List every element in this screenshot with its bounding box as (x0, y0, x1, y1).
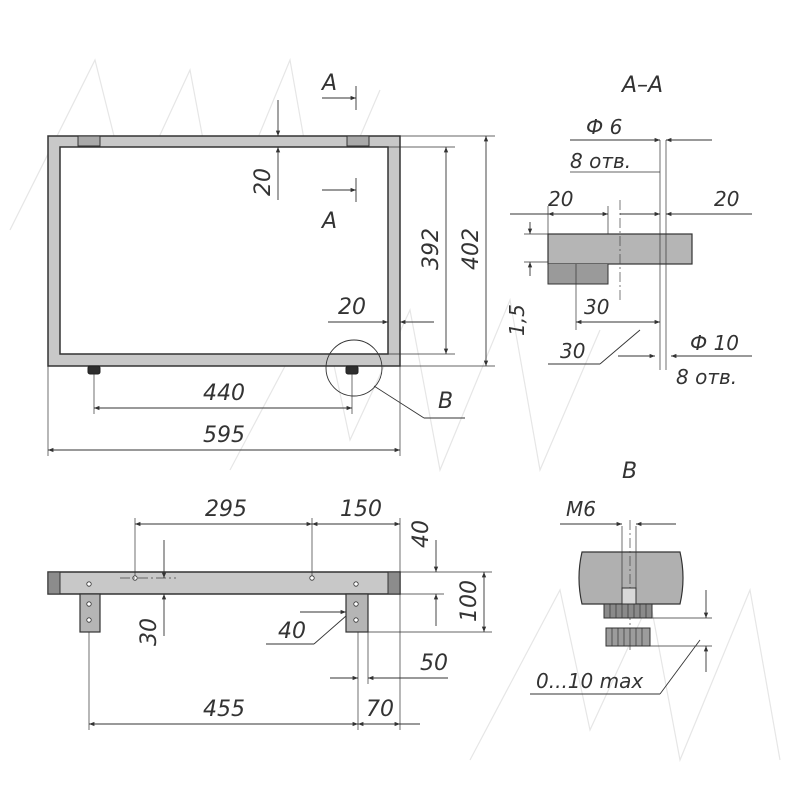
dim-40-vertical: 40 (409, 520, 434, 548)
front-leg-left (79, 593, 101, 633)
foot-right (345, 365, 359, 375)
dim-455: 455 (203, 697, 245, 722)
dim-392: 392 (419, 228, 444, 270)
dim-402: 402 (459, 228, 484, 270)
front-leg-right (345, 593, 369, 633)
dim-20-sec-b: 20 (714, 187, 739, 211)
section-mark-bottom: A (320, 209, 337, 234)
dim-40-leader: 40 (278, 619, 306, 644)
thread-label: M6 (566, 497, 596, 521)
dim-50: 50 (420, 651, 448, 676)
front-rail (47, 571, 401, 595)
section-a-a: A–A Ф 6 8 отв. 20 20 1,5 30 30 (505, 73, 752, 389)
front-view: 295 150 30 40 100 40 50 70 4 (47, 497, 492, 730)
dim-595: 595 (203, 423, 245, 448)
adjust-range: 0...10 max (536, 669, 643, 693)
dim-phi6: Ф 6 (586, 115, 622, 139)
detail-mark: B (438, 389, 453, 414)
dim-20-right: 20 (338, 295, 366, 320)
section-mark-top: A (320, 71, 337, 96)
detail-title: B (622, 459, 637, 484)
detail-circle (325, 339, 383, 397)
dim-440: 440 (203, 381, 245, 406)
bracket-right (346, 135, 370, 147)
foot-left (87, 365, 101, 375)
frame-inner (59, 146, 389, 355)
dim-phi10: Ф 10 (690, 331, 739, 355)
dim-20-top: 20 (251, 168, 276, 196)
section-title: A–A (620, 73, 663, 98)
glide-pad (605, 627, 651, 647)
dim-1-5: 1,5 (505, 304, 529, 336)
dim-20-sec-a: 20 (548, 187, 573, 211)
dim-30-a: 30 (584, 295, 609, 319)
dim-100: 100 (457, 580, 482, 622)
dim-30-b: 30 (560, 339, 585, 363)
holes-8-bottom: 8 отв. (676, 365, 737, 389)
detail-b: B M6 0...10 max (530, 459, 712, 695)
dim-295: 295 (205, 497, 247, 522)
dim-30-front: 30 (137, 618, 162, 646)
foot-body (578, 551, 684, 605)
bracket-left (77, 135, 101, 147)
dim-150: 150 (340, 497, 382, 522)
top-view: A A 20 392 402 20 440 595 B (47, 71, 495, 456)
holes-8-top: 8 отв. (570, 149, 631, 173)
dim-70: 70 (366, 697, 394, 722)
